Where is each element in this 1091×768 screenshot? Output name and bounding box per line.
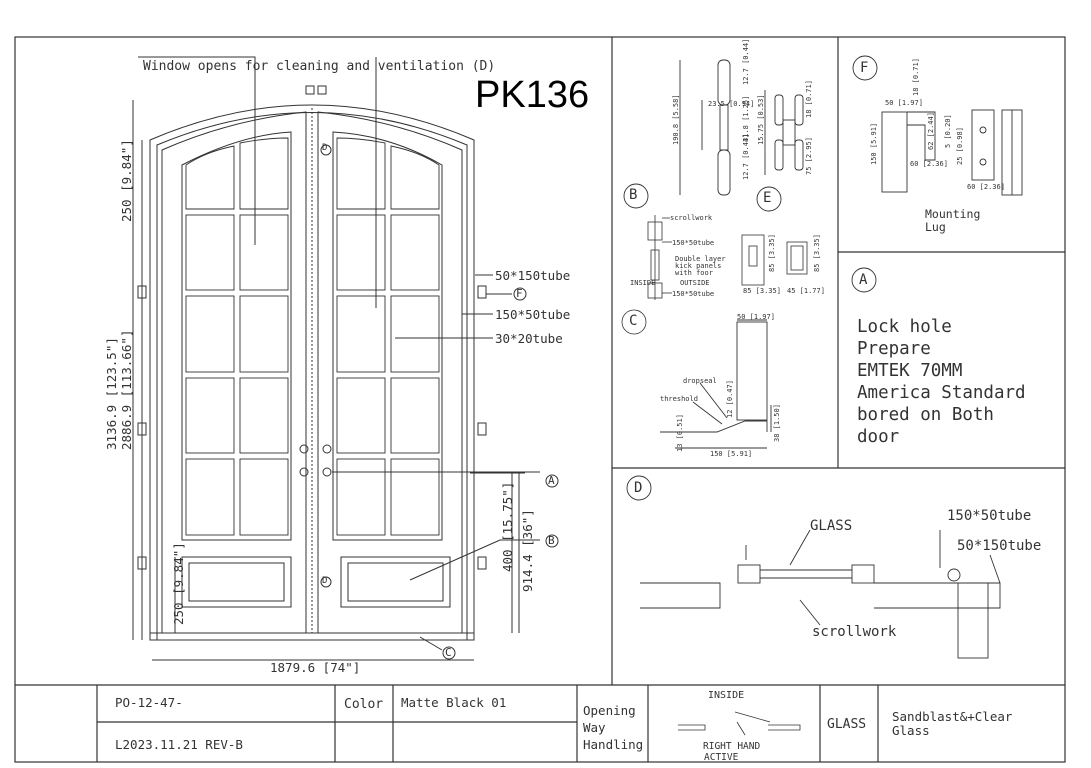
po-number: PO-12-47-	[115, 695, 183, 710]
f-dim-6: 25 [0.98]	[956, 127, 964, 165]
dim-inner-height: 2886.9 [113.66"]	[119, 329, 134, 450]
c-dropseal: dropseal	[683, 377, 717, 385]
callout-50x150-tube: 50*150tube	[495, 268, 571, 283]
label-b-detail: B	[629, 187, 638, 203]
hinge-dim-8: 75 [2.95]	[805, 137, 813, 175]
c-d38: 38 [1.50]	[773, 404, 781, 442]
label-b-main: B	[548, 534, 555, 547]
label-c-main: C	[445, 646, 452, 659]
opening-inside: INSIDE	[708, 690, 745, 701]
f-dim-5: 5 [0.20]	[944, 114, 952, 148]
d-tube1: 150*50tube	[947, 508, 1032, 524]
opening-way-diagram	[678, 711, 801, 736]
detail-f	[852, 55, 1023, 196]
c-d12: 12 [0.47]	[726, 380, 734, 418]
hinge-dim-9: 18 [0.71]	[805, 80, 813, 118]
dim-bottom-250: 250 [9.84"]	[171, 542, 186, 625]
b-tube-top: 150*50tube	[672, 239, 715, 247]
glass-label: GLASS	[827, 717, 867, 732]
label-e: E	[763, 190, 772, 206]
model-number: PK136	[475, 74, 590, 116]
f-dim-1: 18 [0.71]	[912, 58, 920, 96]
b-lock-dim-3: 85 [3.35]	[813, 234, 821, 272]
f-dim-4: 62 [2.44]	[927, 112, 935, 150]
opening-way-label: Opening Way Handling	[583, 703, 644, 752]
b-inside: INSIDE	[630, 279, 656, 287]
door-elevation	[132, 56, 559, 661]
f-dim-3: 60 [2.36]	[910, 160, 948, 168]
dim-width: 1879.6 [74"]	[270, 660, 361, 675]
d-tube2: 50*150tube	[957, 538, 1042, 554]
hinge-dim-3: 23.5 [0.94]	[708, 100, 755, 108]
label-f-main: F	[516, 287, 523, 300]
b-lock-dim-0: 85 [3.35]	[768, 234, 776, 272]
window-note: Window opens for cleaning and ventilatio…	[143, 59, 496, 74]
f-title-1: Mounting	[925, 207, 981, 221]
d-glass: GLASS	[810, 518, 853, 534]
f-dim-2: 150 [5.91]	[870, 122, 878, 165]
hinge-dim-4: 31.8 [1.25]	[742, 95, 750, 142]
opening-right-hand: RIGHT HAND	[703, 741, 761, 752]
b-scrollwork: scrollwork	[670, 214, 713, 222]
c-d13: 13 [0.51]	[676, 414, 684, 452]
callout-150x50-tube: 150*50tube	[495, 307, 571, 322]
f-dim-0: 50 [1.97]	[885, 99, 923, 107]
label-c-detail: C	[629, 313, 638, 329]
dim-914: 914.4 [36"]	[520, 509, 535, 592]
label-d-main: D	[322, 143, 328, 153]
dim-top-250: 250 [9.84"]	[119, 139, 134, 222]
detail-b	[621, 215, 808, 335]
detail-a	[851, 267, 877, 293]
detail-c	[660, 319, 772, 449]
label-f-detail: F	[860, 60, 869, 76]
b-outside: OUTSIDE	[680, 279, 710, 287]
b-lock-dim-1: 85 [3.35]	[743, 287, 781, 295]
opening-active: ACTIVE	[704, 752, 739, 763]
d-scrollwork: scrollwork	[812, 624, 897, 640]
c-d150: 150 [5.91]	[710, 450, 753, 458]
glass-value: Sandblast&+Clear Glass	[892, 709, 1013, 738]
b-kick: Double layer kick panels with foor	[675, 255, 726, 277]
callout-30x20-tube: 30*20tube	[495, 331, 563, 346]
c-top-dim: 50 [1.97]	[737, 313, 775, 321]
label-d-bottom: D	[322, 576, 328, 586]
f-title-2: Lug	[925, 220, 946, 234]
label-a-main: A	[548, 474, 555, 487]
color-label: Color	[344, 697, 384, 712]
hinge-dim-1: 12.7 [0.44]	[742, 38, 750, 85]
b-tube-bottom: 150*50tube	[672, 290, 715, 298]
label-a-detail: A	[859, 272, 868, 288]
f-dim-8: 60 [2.36]	[967, 183, 1005, 191]
hinge-detail	[623, 59, 804, 212]
lock-hole-note: Lock hole Prepare EMTEK 70MM America Sta…	[857, 317, 1026, 447]
color-value: Matte Black 01	[401, 695, 507, 710]
hinge-dim-0: 190.8 [5.58]	[672, 94, 680, 145]
label-d-detail: D	[634, 480, 643, 496]
dim-400: 400 [15.75"]	[500, 481, 515, 572]
sheet-border	[14, 36, 1066, 763]
detail-d	[626, 475, 1001, 659]
dim-outer-height: 3136.9 [123.5"]	[104, 337, 119, 450]
revision: L2023.11.21 REV-B	[115, 737, 243, 752]
hinge-dim-6: 15.75 [0.53]	[757, 94, 765, 145]
c-threshold: threshold	[660, 395, 698, 403]
b-lock-dim-2: 45 [1.77]	[787, 287, 825, 295]
